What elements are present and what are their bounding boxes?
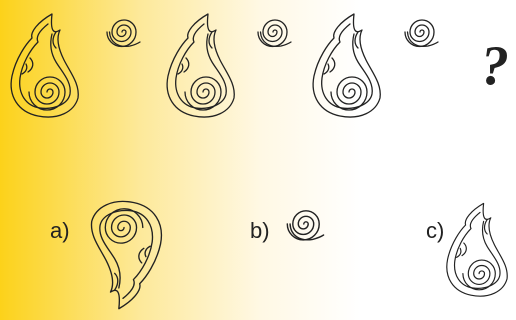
paisley-figure-1 [8, 8, 88, 128]
option-a[interactable]: a) [50, 190, 170, 315]
spiral-figure-1 [104, 12, 144, 52]
option-c[interactable]: c) [426, 192, 516, 317]
question-mark: ? [481, 38, 509, 94]
option-b[interactable]: b) [250, 200, 340, 250]
option-b-label: b) [250, 218, 270, 244]
spiral-figure-3 [402, 12, 442, 52]
option-c-label: c) [426, 218, 444, 244]
paisley-figure-2 [164, 8, 244, 128]
paisley-figure-3 [310, 8, 390, 128]
paisley-figure-option-c [444, 192, 516, 312]
option-a-label: a) [50, 218, 70, 244]
spiral-figure-option-b [284, 202, 328, 246]
spiral-figure-2 [255, 12, 295, 52]
paisley-figure-option-a [78, 190, 168, 315]
